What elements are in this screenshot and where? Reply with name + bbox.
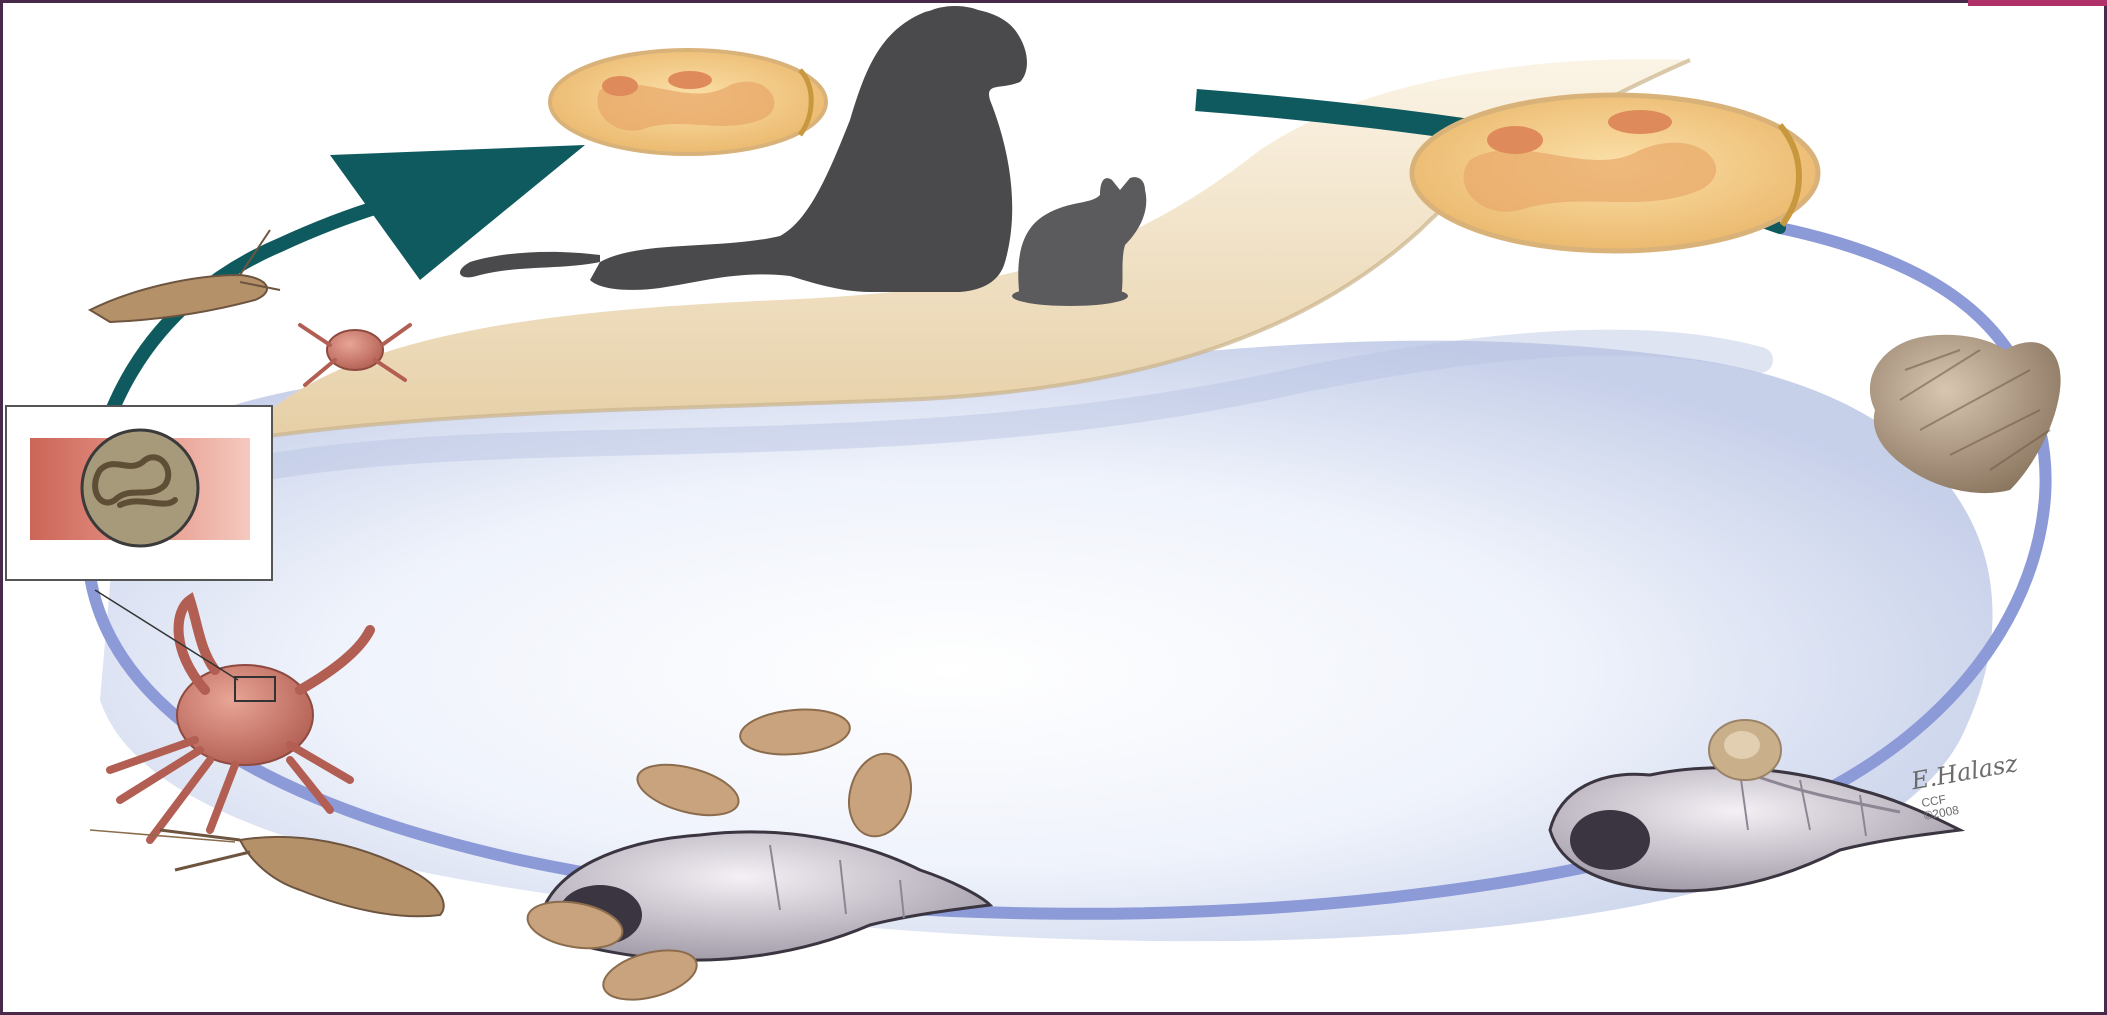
frame-accent [1968,0,2107,6]
crayfish-upper [90,230,280,322]
metacercaria-inset [30,430,250,546]
adult-fluke-small [550,50,826,154]
adult-fluke-large [1412,95,1818,251]
sporocyst [1709,720,1781,780]
